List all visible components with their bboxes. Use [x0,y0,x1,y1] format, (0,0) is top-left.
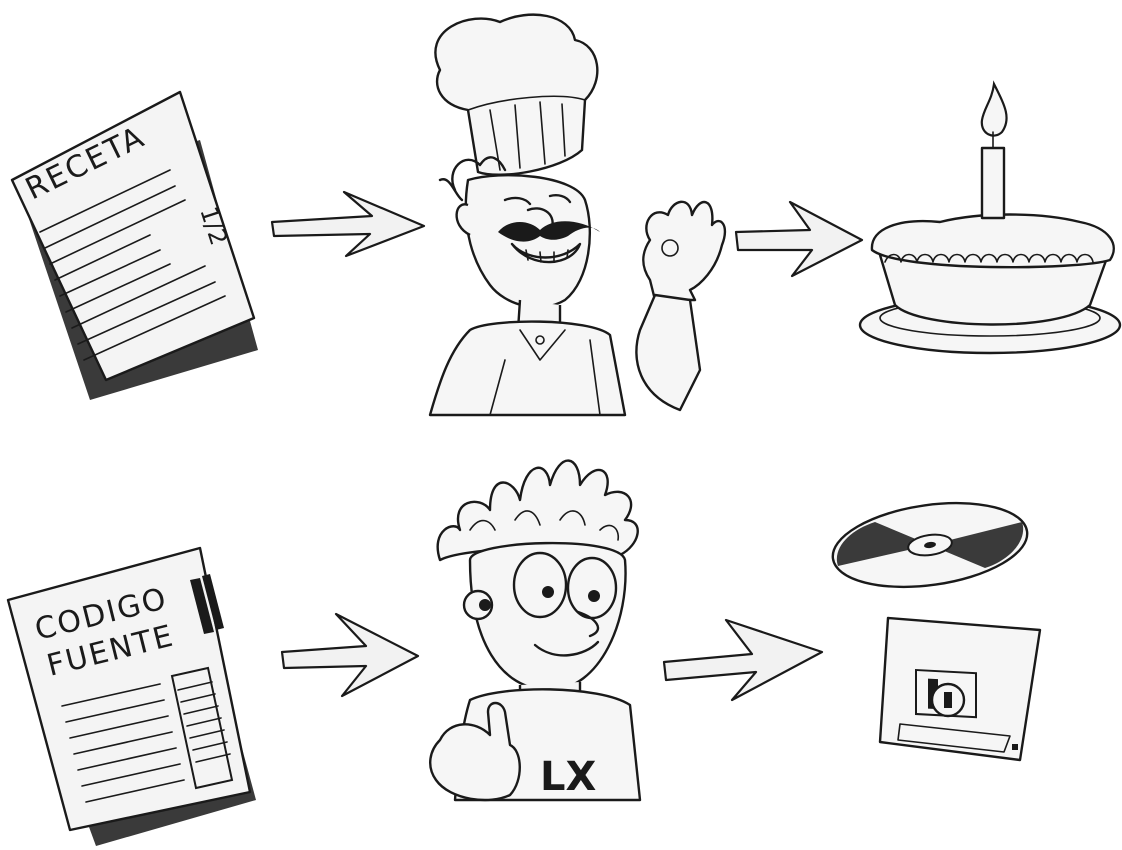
birthday-cake [860,84,1120,353]
chef-ok-hand [643,202,725,300]
arrow-chef-to-cake [736,202,862,276]
arrow-source-to-programmer [282,614,418,696]
recipe-document: RECETA 1/2 [12,92,258,400]
candle [982,148,1004,218]
earbud-icon [479,599,491,611]
programmer-illustration: LX [430,461,640,800]
cd-disc-icon [827,492,1032,598]
candle-flame [982,84,1007,136]
programmer-left-eye [514,553,566,617]
chef-coat [430,322,625,415]
programmer-right-eye [568,558,616,618]
chef-illustration [430,15,725,415]
arrow-programmer-to-media [664,620,822,700]
source-code-document: CODIGO FUENTE [8,548,256,846]
arrow-recipe-to-chef [272,192,424,256]
programmer-shirt-letters: LX [540,754,596,800]
floppy-disk-icon [880,618,1040,760]
chef-hat [435,15,597,175]
